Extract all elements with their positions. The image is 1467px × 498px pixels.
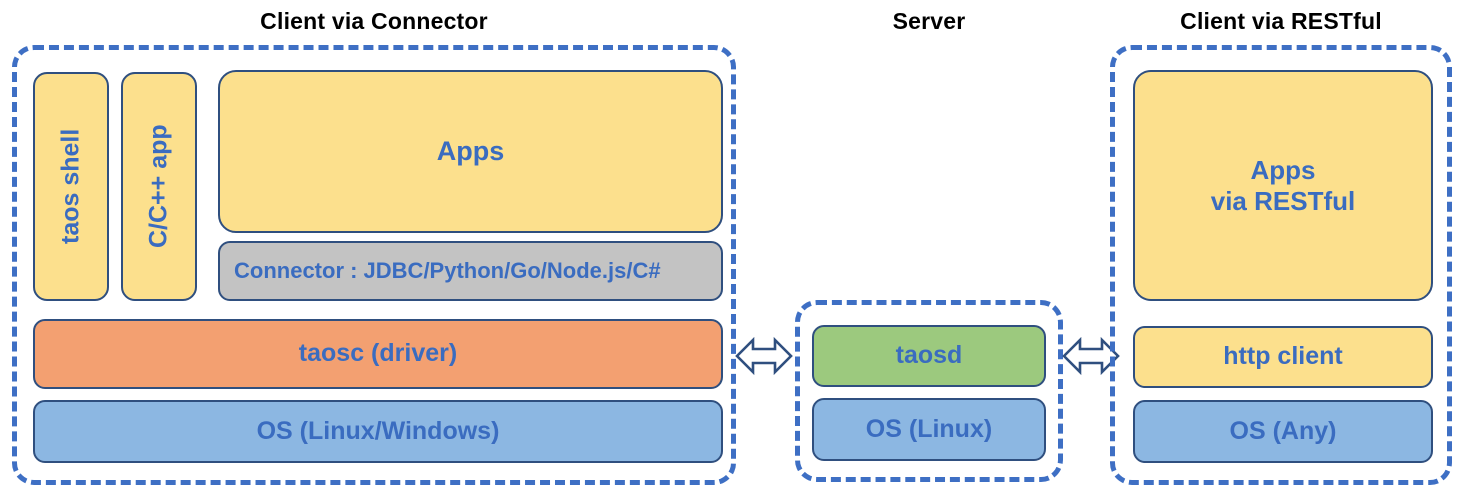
node-connector-list[interactable]: Connector : JDBC/Python/Go/Node.js/C# [218, 241, 723, 301]
node-c-cpp-app[interactable]: C/C++ app [121, 72, 197, 301]
node-apps-connector[interactable]: Apps [218, 70, 723, 233]
section-title-client-connector: Client via Connector [260, 8, 488, 34]
connector-server-to-restful-client-icon [1062, 328, 1120, 384]
node-taosc-driver[interactable]: taosc (driver) [33, 319, 723, 389]
group-frame-client-connector [12, 45, 736, 485]
section-title-client-restful: Client via RESTful [1180, 8, 1382, 34]
node-http-client[interactable]: http client [1133, 326, 1433, 388]
node-taos-shell[interactable]: taos shell [33, 72, 109, 301]
group-frame-server [795, 300, 1063, 482]
node-os-linux[interactable]: OS (Linux) [812, 398, 1046, 461]
node-os-linux-windows[interactable]: OS (Linux/Windows) [33, 400, 723, 463]
node-apps-via-restful[interactable]: Apps via RESTful [1133, 70, 1433, 301]
section-title-server: Server [892, 8, 966, 34]
node-os-any[interactable]: OS (Any) [1133, 400, 1433, 463]
node-taosd[interactable]: taosd [812, 325, 1046, 387]
node-apps-via-restful-line2: via RESTful [1210, 185, 1356, 216]
node-apps-via-restful-line1: Apps [1250, 154, 1316, 185]
connector-client-to-server-icon [735, 328, 793, 384]
group-frame-client-restful [1110, 45, 1452, 485]
